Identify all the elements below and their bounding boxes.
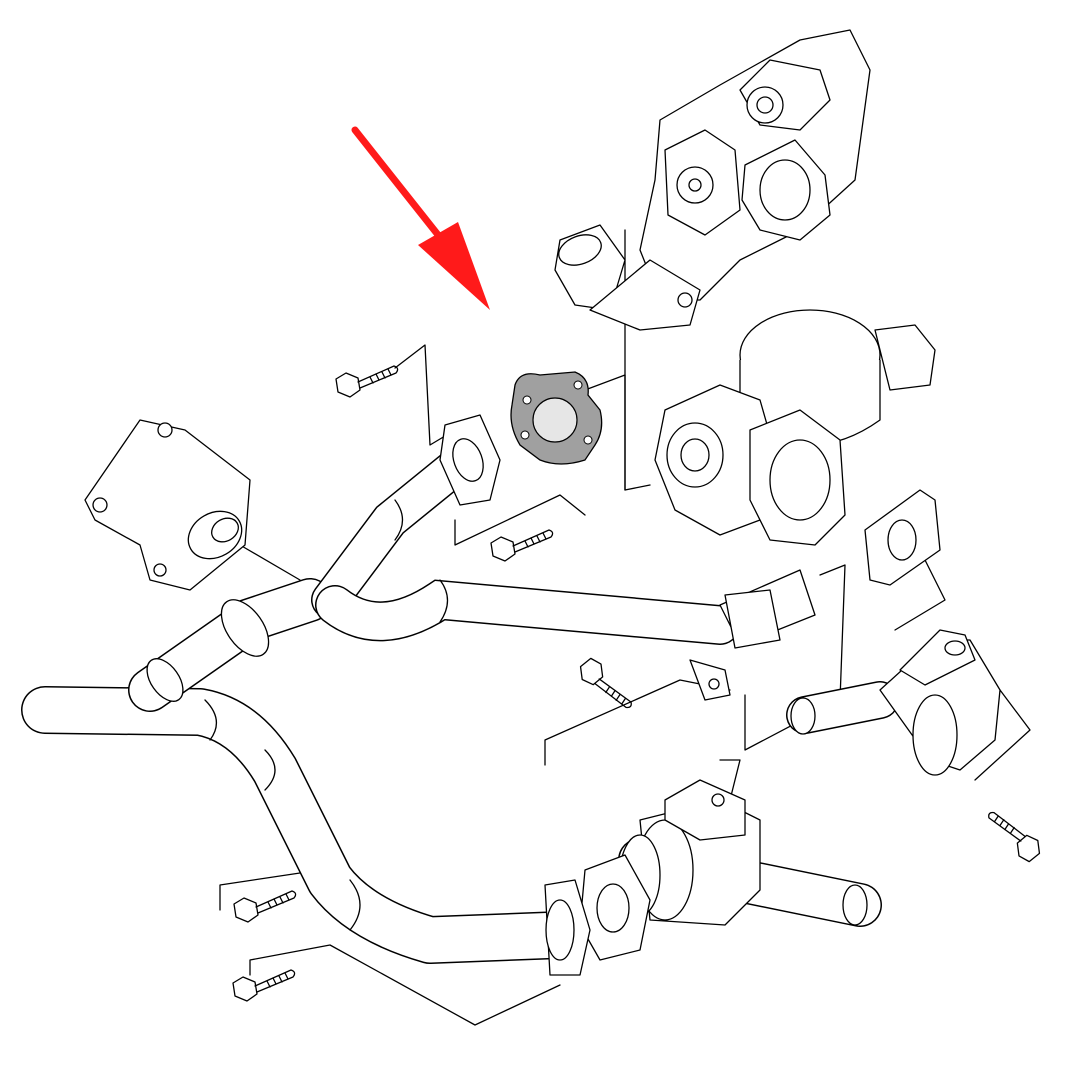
bolt-1 bbox=[335, 365, 399, 398]
red-pointer-arrow bbox=[351, 126, 490, 310]
cooler-gasket bbox=[864, 489, 941, 586]
leader-lines bbox=[219, 229, 1031, 1026]
egr-valve bbox=[554, 29, 871, 331]
bolt-5 bbox=[574, 651, 634, 722]
gasket bbox=[510, 371, 603, 465]
main-pipe bbox=[21, 686, 584, 964]
bolt-6 bbox=[986, 798, 1046, 869]
bolt-2 bbox=[490, 529, 554, 562]
bolt-4 bbox=[232, 969, 296, 1002]
bolt-3 bbox=[233, 890, 297, 923]
branch-pipe bbox=[128, 578, 332, 712]
egr-vacuum-valve bbox=[654, 309, 936, 546]
water-outlet-housing bbox=[84, 419, 251, 591]
upper-pipe bbox=[311, 414, 816, 701]
egr-cooler-pipe bbox=[786, 629, 1001, 776]
egr-cooler bbox=[544, 779, 882, 976]
